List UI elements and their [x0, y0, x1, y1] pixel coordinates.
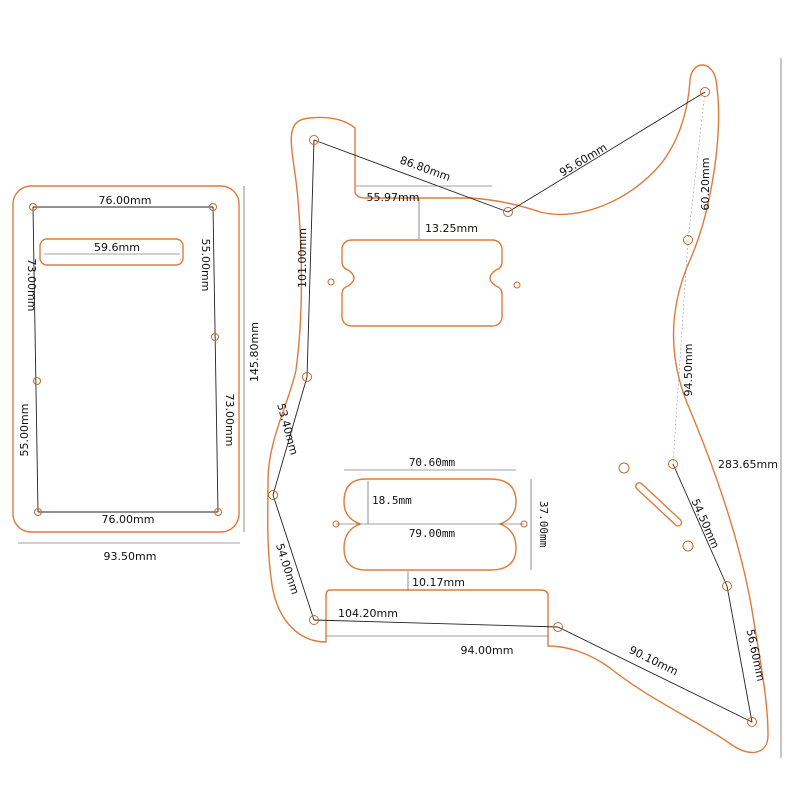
bottom-upper-label: 104.20mm — [338, 607, 398, 620]
backplate-screw-hole — [214, 508, 222, 516]
backplate-slot — [39, 238, 184, 266]
backplate-right-line — [212, 206, 219, 513]
pickguard-screw-hole — [309, 615, 319, 625]
backplate-right-upper-label: 55.00mm — [199, 239, 212, 292]
control-hole — [682, 540, 694, 552]
left-upper-line — [306, 139, 315, 378]
neck-total-label: 37.00mm — [537, 501, 550, 548]
horn-label: 95.60mm — [557, 141, 609, 179]
left-lower-line — [272, 494, 315, 621]
backplate-bottom-width-label: 76.00mm — [102, 513, 155, 526]
backplate-left-line — [32, 206, 39, 513]
right-mid-line — [672, 239, 689, 465]
backplate-top-width-label: 76.00mm — [99, 194, 152, 207]
pickguard-screw-hole — [503, 207, 513, 217]
bridge-pickup-cavity — [341, 239, 503, 327]
neck-width-label: 70.60mm — [409, 456, 456, 469]
left-mid-line — [272, 376, 308, 496]
pickguard: 86.80mm 55.97mm 95.60mm 13.25mm 101.00mm… — [266, 58, 782, 758]
pickguard-screw-hole — [553, 622, 563, 632]
overall-height-label: 283.65mm — [718, 458, 778, 471]
pickguard-screw-hole — [302, 372, 312, 382]
right-mid-label: 94.50mm — [682, 344, 695, 397]
neck-span-label: 79.00mm — [409, 527, 456, 540]
neck-pickup-cavity — [343, 478, 517, 571]
pickguard-screw-hole — [747, 717, 757, 727]
bridge-gap-label: 13.25mm — [425, 222, 478, 235]
right-low-line — [672, 463, 728, 587]
top-span-label: 86.80mm — [398, 154, 452, 184]
horn-line — [507, 91, 706, 213]
bottom-right-line — [557, 626, 753, 723]
pickguard-screw-hole — [268, 490, 278, 500]
bottom-right-label: 90.10mm — [627, 643, 680, 678]
cutout-width-label: 55.97mm — [367, 191, 420, 204]
backplate-screw-hole — [209, 203, 217, 211]
top-span-line — [313, 139, 509, 213]
right-low-label: 54.50mm — [688, 497, 721, 551]
left-upper-label: 101.00mm — [296, 228, 309, 288]
pickguard-screw-hole — [309, 135, 319, 145]
bottom-upper-line — [313, 619, 559, 628]
pickguard-screw-hole — [722, 581, 732, 591]
backplate-screw-hole — [33, 377, 41, 385]
tail-line — [726, 585, 753, 723]
right-upper-line — [687, 91, 706, 241]
pickguard-screw-hole — [668, 459, 678, 469]
backplate-overall-width-label: 93.50mm — [104, 550, 157, 563]
left-mid-label: 53.40mm — [274, 402, 300, 456]
switch-slot — [635, 482, 683, 527]
backplate-right-lower-label: 73.00mm — [223, 394, 236, 447]
pickguard-outline — [266, 64, 769, 754]
backplate-height-label: 145.80mm — [248, 322, 261, 382]
backplate-screw-hole — [29, 203, 37, 211]
pickguard-screw-hole — [683, 235, 693, 245]
bottom-lower-label: 94.00mm — [461, 644, 514, 657]
backplate-outline — [12, 185, 240, 533]
backplate-slot-width-label: 59.6mm — [94, 241, 140, 254]
neck-gap-label: 10.17mm — [412, 576, 465, 589]
bridge-pickup-screw — [327, 278, 335, 286]
backplate-left-lower-label: 55.00mm — [18, 404, 31, 457]
neck-height-label: 18.5mm — [372, 494, 412, 507]
backplate-screw-hole — [34, 508, 42, 516]
control-hole — [618, 462, 630, 474]
backplate-left-upper-label: 73.00mm — [25, 259, 38, 312]
backplate-screw-hole — [211, 333, 219, 341]
backplate: 76.00mm 59.6mm 76.00mm 73.00mm 55.00mm 5… — [12, 185, 261, 563]
right-upper-label: 60.20mm — [699, 158, 712, 211]
tail-label: 56.60mm — [744, 628, 768, 682]
bridge-pickup-screw — [513, 281, 521, 289]
pickguard-screw-hole — [700, 87, 710, 97]
